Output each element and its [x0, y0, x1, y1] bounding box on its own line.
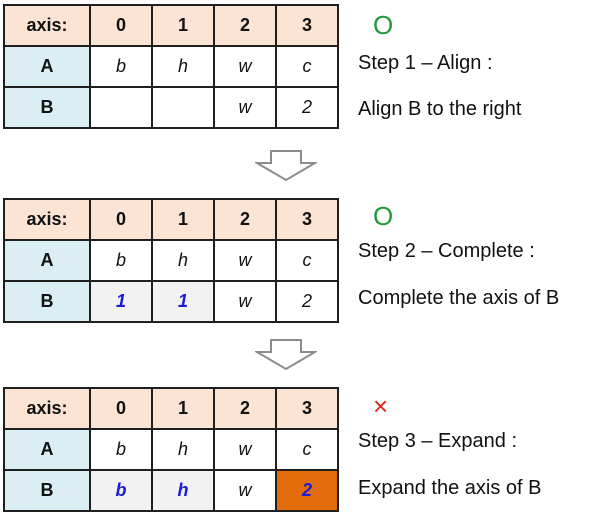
axis-index-1: 1 — [151, 198, 215, 241]
step1-title: Step 1 – Align : — [358, 52, 493, 74]
cell-b-0: b — [89, 469, 153, 512]
cell-b-1 — [151, 86, 215, 129]
cell-a-3: c — [275, 239, 339, 282]
cell-b-1: 1 — [151, 280, 215, 323]
cell-a-0: b — [89, 239, 153, 282]
step3-table: axis: 0 1 2 3 A b h w c B b h w 2 — [3, 387, 339, 512]
header-row: axis: 0 1 2 3 — [3, 387, 339, 430]
cell-a-2: w — [213, 428, 277, 471]
cell-b-0 — [89, 86, 153, 129]
axis-index-0: 0 — [89, 387, 153, 430]
cell-a-0: b — [89, 428, 153, 471]
row-label-b: B — [3, 280, 91, 323]
axis-index-1: 1 — [151, 4, 215, 47]
cell-b-0: 1 — [89, 280, 153, 323]
axis-index-0: 0 — [89, 4, 153, 47]
cell-a-1: h — [151, 428, 215, 471]
step2-description: Complete the axis of B — [358, 287, 560, 309]
cell-a-1: h — [151, 45, 215, 88]
axis-label: axis: — [3, 387, 91, 430]
down-arrow-icon — [255, 339, 317, 371]
success-mark: O — [373, 201, 394, 231]
cell-a-0: b — [89, 45, 153, 88]
step2-title: Step 2 – Complete : — [358, 240, 535, 262]
cell-b-3: 2 — [275, 86, 339, 129]
axis-index-3: 3 — [275, 387, 339, 430]
axis-index-3: 3 — [275, 4, 339, 47]
axis-index-2: 2 — [213, 198, 277, 241]
row-a: A b h w c — [3, 428, 339, 471]
axis-index-2: 2 — [213, 4, 277, 47]
step2-table: axis: 0 1 2 3 A b h w c B 1 1 w 2 — [3, 198, 339, 323]
cell-b-3: 2 — [275, 280, 339, 323]
cell-b-2: w — [213, 280, 277, 323]
cell-a-3: c — [275, 428, 339, 471]
axis-index-0: 0 — [89, 198, 153, 241]
row-b: B 1 1 w 2 — [3, 280, 339, 323]
row-a: A b h w c — [3, 239, 339, 282]
axis-label: axis: — [3, 4, 91, 47]
axis-label: axis: — [3, 198, 91, 241]
cell-b-3: 2 — [275, 469, 339, 512]
row-label-b: B — [3, 86, 91, 129]
step1-table: axis: 0 1 2 3 A b h w c B w 2 — [3, 4, 339, 129]
row-b: B b h w 2 — [3, 469, 339, 512]
step3-description: Expand the axis of B — [358, 477, 542, 499]
header-row: axis: 0 1 2 3 — [3, 198, 339, 241]
axis-index-1: 1 — [151, 387, 215, 430]
header-row: axis: 0 1 2 3 — [3, 4, 339, 47]
cell-b-1: h — [151, 469, 215, 512]
cell-a-3: c — [275, 45, 339, 88]
axis-index-3: 3 — [275, 198, 339, 241]
cell-b-2: w — [213, 86, 277, 129]
down-arrow-icon — [255, 150, 317, 182]
cell-a-1: h — [151, 239, 215, 282]
axis-index-2: 2 — [213, 387, 277, 430]
step1-description: Align B to the right — [358, 98, 522, 120]
row-b: B w 2 — [3, 86, 339, 129]
cell-a-2: w — [213, 239, 277, 282]
cell-b-2: w — [213, 469, 277, 512]
row-label-a: A — [3, 239, 91, 282]
row-label-b: B — [3, 469, 91, 512]
failure-mark: × — [373, 391, 389, 421]
step3-title: Step 3 – Expand : — [358, 430, 518, 452]
row-label-a: A — [3, 45, 91, 88]
row-a: A b h w c — [3, 45, 339, 88]
success-mark: O — [373, 10, 394, 40]
row-label-a: A — [3, 428, 91, 471]
cell-a-2: w — [213, 45, 277, 88]
